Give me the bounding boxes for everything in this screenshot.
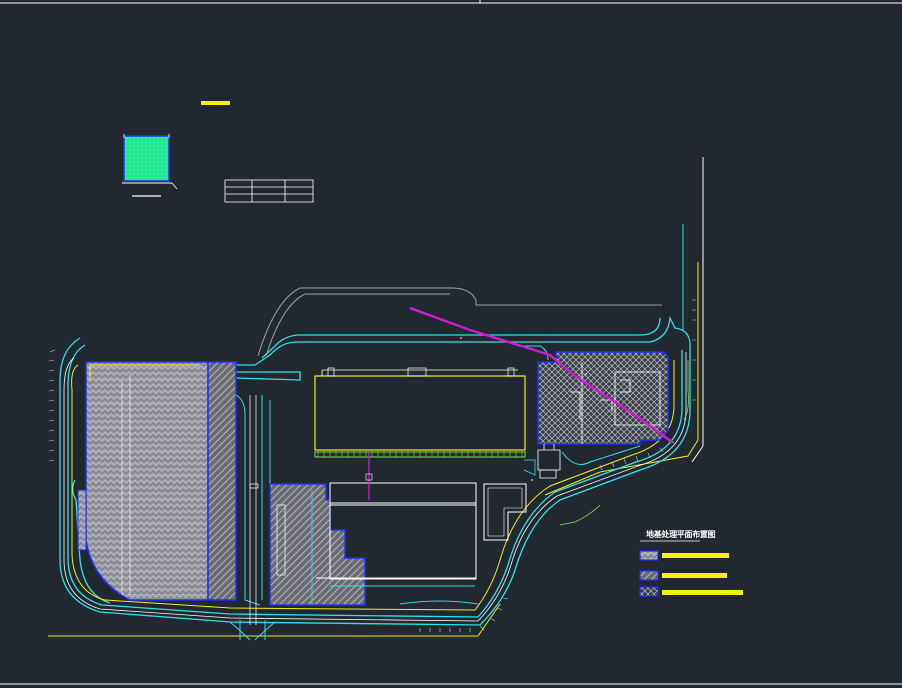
warehouse-east-zone (523, 345, 669, 479)
legend-item-cross-hatch (639, 586, 743, 597)
warehouse-south-zone (269, 483, 366, 606)
info-table (224, 179, 314, 203)
south-office-building (316, 482, 527, 605)
internal-road-white (249, 395, 259, 625)
drainage-lines (559, 360, 689, 526)
legend (639, 540, 743, 597)
warehouse-west-zone (77, 361, 237, 601)
legend-item-diagonal-hatch (639, 570, 727, 581)
site-boundary (59, 315, 691, 626)
inner-road-yellow (48, 360, 675, 637)
existing-road-lines (257, 287, 662, 357)
survey-points (460, 337, 587, 481)
legend-title: 地基处理平面布置图 (646, 530, 716, 539)
utility-pipeline (409, 306, 673, 443)
central-building (314, 367, 526, 500)
inner-road-white (63, 352, 687, 622)
title-marker (201, 101, 230, 105)
key-plan-block (122, 134, 178, 197)
legend-item-gray-hatch (639, 550, 729, 561)
slope-markings (48, 299, 696, 632)
